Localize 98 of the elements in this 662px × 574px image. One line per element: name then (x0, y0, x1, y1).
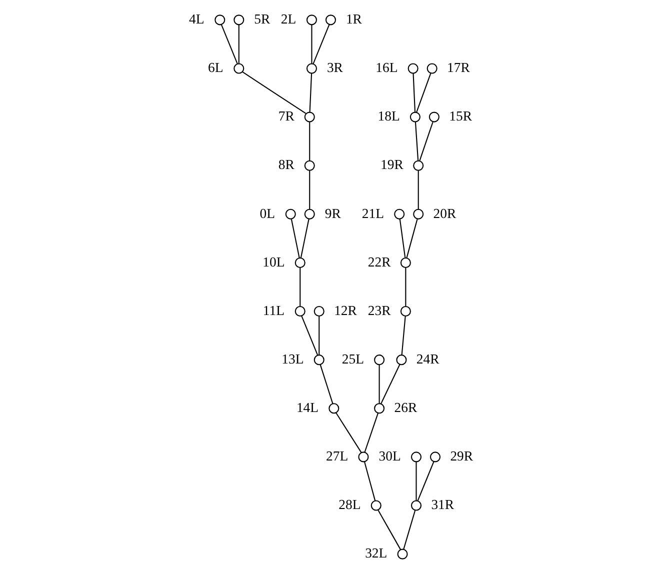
connector (242, 71, 306, 114)
node-label: 11L (262, 302, 285, 318)
node-label: 12R (334, 302, 357, 318)
node-label: 13L (282, 351, 304, 366)
connector (403, 510, 416, 550)
node-circle (374, 354, 385, 366)
node-circle (400, 257, 411, 268)
node-circle (413, 208, 424, 220)
connector (406, 219, 418, 258)
node-label: 2L (280, 12, 296, 27)
connector (318, 316, 320, 355)
node-circle (358, 452, 369, 462)
node-label: 1R (346, 12, 362, 27)
node-label: 16L (376, 60, 398, 76)
connector (312, 24, 330, 64)
node-label: 21L (362, 206, 384, 221)
node-circle (410, 112, 420, 122)
connector (416, 73, 432, 113)
connector (418, 170, 419, 210)
node-circle (400, 306, 411, 317)
node-circle (370, 500, 382, 511)
node-label: 31R (431, 497, 454, 512)
node-circle (234, 14, 244, 26)
connector (309, 73, 312, 112)
node-label: 8R (278, 157, 294, 172)
node-circle (314, 354, 324, 366)
node-label: 4L (189, 12, 204, 27)
node-label: 7R (278, 108, 294, 124)
connector (401, 316, 406, 355)
node-label: 0L (260, 206, 276, 221)
node-circle (430, 452, 441, 462)
node-label: 10L (262, 254, 285, 270)
connector (412, 73, 416, 112)
node-circle (234, 63, 244, 74)
node-label: 30L (378, 448, 401, 464)
connector (364, 462, 376, 501)
connector (417, 461, 434, 502)
node-label: 32L (365, 546, 388, 561)
connector (300, 219, 310, 258)
node-label: 14L (296, 400, 319, 415)
connector (309, 122, 310, 161)
connector (320, 364, 334, 404)
node-circle (294, 306, 306, 317)
node-label: 26R (394, 400, 418, 415)
connector (309, 170, 310, 210)
node-label: 15R (449, 108, 472, 124)
node-circle (413, 160, 424, 171)
node-circle (294, 257, 306, 268)
node-label: 29R (450, 448, 474, 464)
connector (378, 364, 380, 404)
node-circle (397, 548, 408, 560)
node-label: 20R (433, 206, 456, 221)
node-circle (428, 112, 440, 122)
node-circle (214, 14, 226, 26)
node-circle (374, 403, 385, 414)
connector (311, 24, 312, 64)
connector (414, 122, 419, 161)
node-label: 17R (447, 60, 470, 76)
connector (290, 219, 300, 258)
node-label: 23R (368, 302, 391, 318)
node-circle (328, 403, 340, 414)
connector (220, 24, 238, 64)
node-label: 6L (208, 60, 224, 76)
node-circle (410, 500, 422, 511)
connector (380, 364, 400, 404)
node-circle (304, 112, 315, 122)
node-circle (426, 63, 438, 74)
connector (399, 219, 406, 258)
connector (364, 413, 378, 452)
connector (336, 412, 362, 453)
node-circle (304, 160, 315, 171)
node-label: 28L (338, 497, 361, 512)
node-circle (304, 208, 315, 220)
node-circle (410, 452, 422, 462)
node-circle (314, 306, 324, 317)
node-circle (285, 208, 296, 220)
connector (405, 268, 406, 306)
node-circle (325, 14, 336, 26)
node-label: 3R (326, 60, 343, 76)
node-label: 19R (380, 157, 404, 172)
connector (301, 316, 318, 356)
connector (300, 268, 301, 306)
connector (378, 510, 402, 550)
node-circle (306, 63, 318, 74)
connector (419, 122, 434, 162)
node-label: 25L (342, 351, 364, 366)
node-label: 27L (326, 448, 348, 464)
node-circle (408, 63, 418, 74)
node-label: 22R (368, 254, 391, 270)
node-circle (396, 354, 407, 366)
node-label: 9R (324, 206, 341, 221)
connector (416, 462, 417, 500)
node-label: 18L (378, 108, 400, 124)
node-circle (306, 14, 318, 26)
connector (238, 24, 240, 64)
node-label: 24R (416, 351, 440, 366)
node-circle (394, 208, 405, 220)
node-label: 5R (254, 12, 270, 27)
